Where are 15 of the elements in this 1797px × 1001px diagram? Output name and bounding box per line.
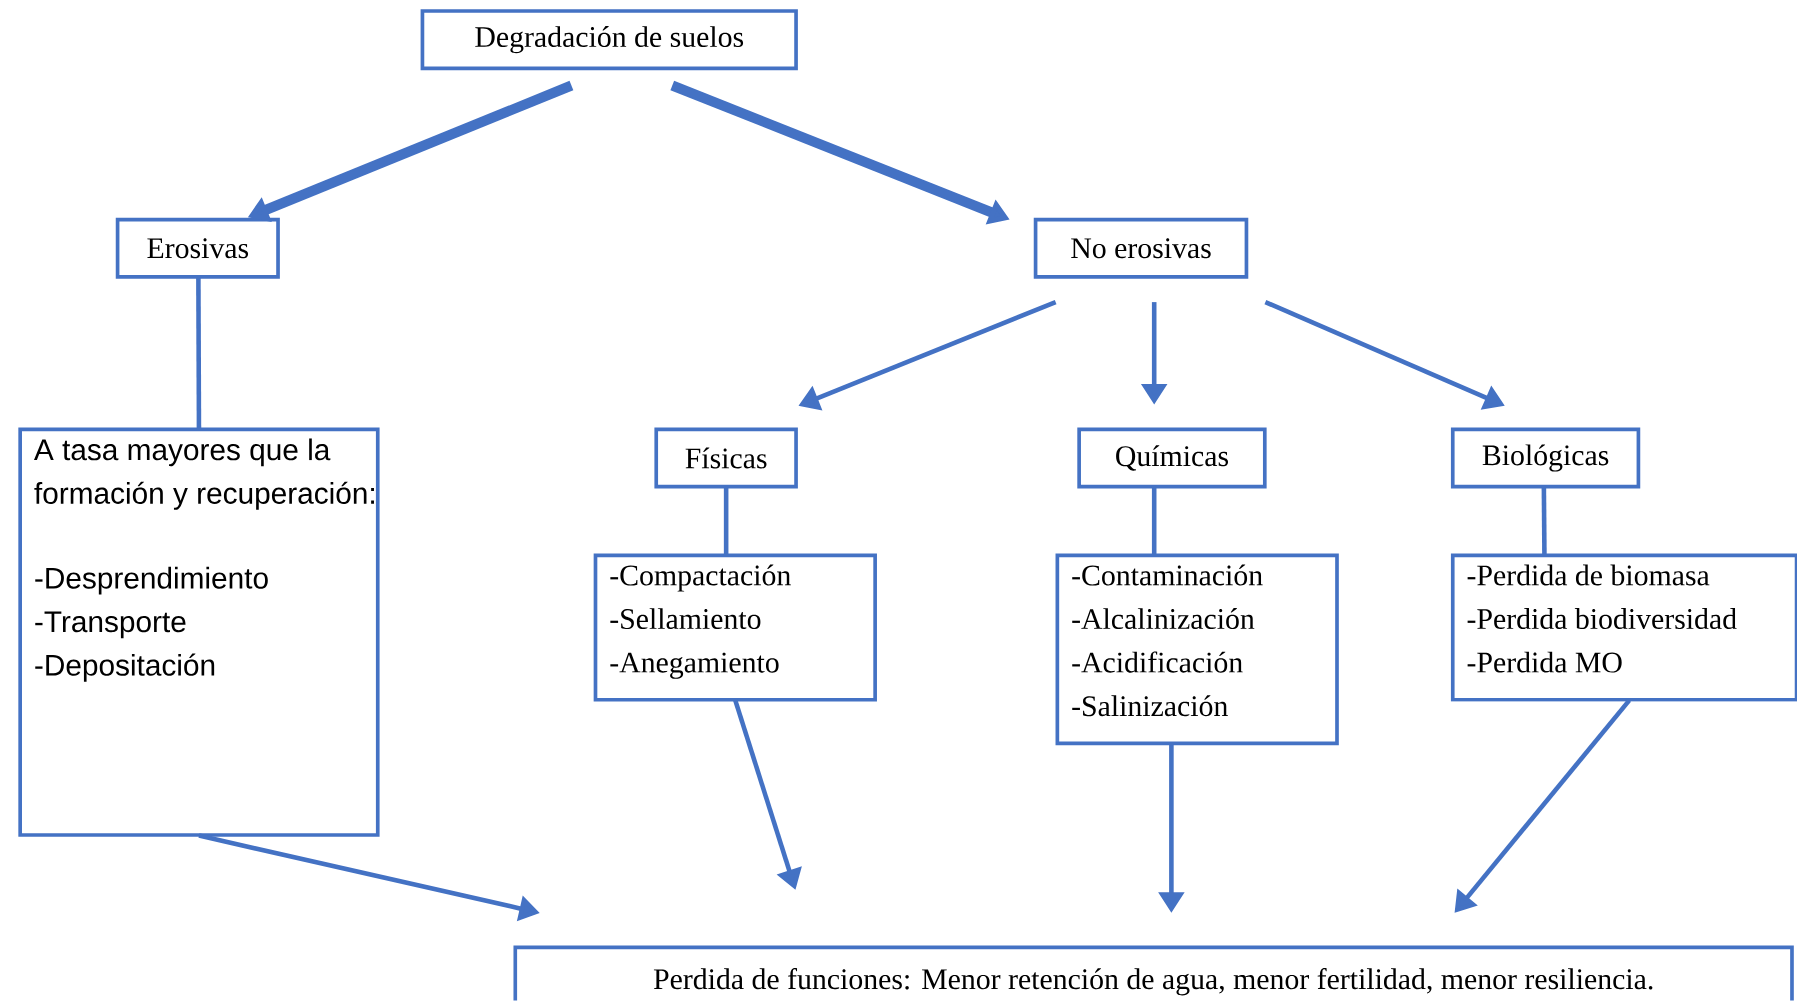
box: -Compactación -Sellamiento -Anegamiento bbox=[593, 553, 877, 702]
box: A tasa mayores que la formación y recuperación: -Desprendimiento -Transporte -Depositación bbox=[18, 427, 380, 838]
box: Degradación de suelos bbox=[420, 9, 798, 71]
box: Perdida de funciones: Menor retención de agua, menor fertilidad, menor resiliencia. bbox=[513, 945, 1794, 1001]
connector-line bbox=[1151, 487, 1157, 556]
box: Biológicas bbox=[1450, 427, 1641, 489]
box: -Contaminación -Alcalinización -Acidificación -Salinización bbox=[1055, 553, 1339, 746]
connector-line bbox=[196, 277, 202, 429]
box: No erosivas bbox=[1033, 218, 1249, 279]
box: Físicas bbox=[654, 427, 798, 489]
box: Erosivas bbox=[115, 218, 280, 279]
connector-line bbox=[1541, 487, 1547, 556]
connector-line bbox=[723, 487, 729, 556]
box: -Perdida de biomasa -Perdida biodiversidad -Perdida MO bbox=[1450, 553, 1797, 702]
box: Químicas bbox=[1077, 427, 1267, 489]
